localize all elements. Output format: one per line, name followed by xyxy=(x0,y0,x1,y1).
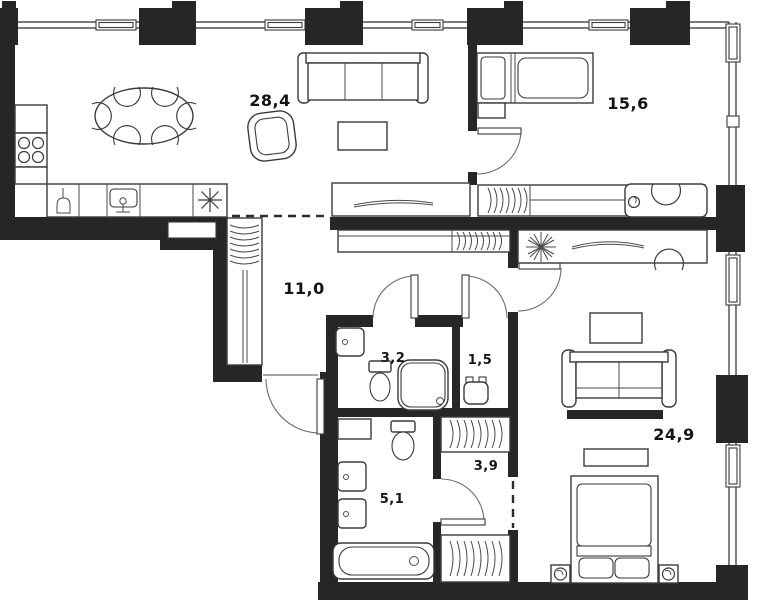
hallway-zone xyxy=(226,217,511,366)
double-bed xyxy=(570,475,659,584)
plant-icon xyxy=(526,232,556,262)
wardrobe-band xyxy=(517,229,708,264)
interior-walls xyxy=(326,45,716,582)
door-bedroom-2 xyxy=(517,262,562,312)
room-label-hall-closet: 3,9 xyxy=(474,459,499,474)
wc-zone xyxy=(463,376,489,405)
washbasin-icon xyxy=(335,327,365,357)
door-bathroom-small xyxy=(372,274,419,319)
desk-chair-icon xyxy=(650,183,682,206)
loveseat-sofa xyxy=(561,349,677,408)
dining-table xyxy=(91,86,197,146)
bathroom-large-zone xyxy=(332,418,435,580)
nightstand xyxy=(477,102,506,119)
dining-chair-icon xyxy=(91,86,197,146)
room-label-wc: 1,5 xyxy=(468,353,493,368)
window-casement-icon xyxy=(725,23,741,488)
sofa xyxy=(297,52,429,104)
room-label-bathroom-small: 3,2 xyxy=(381,351,406,366)
door-wc xyxy=(461,274,508,319)
opening-dashed-lines xyxy=(232,214,515,528)
vanity-chair-icon xyxy=(653,248,685,271)
fridge xyxy=(14,104,48,134)
carafe-icon xyxy=(56,188,71,214)
nightstand-lamp-icon xyxy=(658,564,679,584)
hob-asterisk-icon xyxy=(198,188,222,212)
door-bathroom-large xyxy=(440,478,486,526)
room-label-bedroom-1: 15,6 xyxy=(607,94,648,113)
small-sink-icon xyxy=(463,376,489,405)
toilet-icon xyxy=(368,360,392,402)
bath-cabinet xyxy=(337,418,372,440)
door-bedroom-1 xyxy=(476,127,522,175)
hall-closet-zone xyxy=(440,416,511,583)
closet-lower xyxy=(440,534,511,583)
entrance-door xyxy=(263,374,325,435)
tall-wardrobe xyxy=(226,217,263,366)
washer-icon xyxy=(337,461,367,492)
nightstand-lamp-icon xyxy=(550,564,571,584)
desk xyxy=(624,183,708,218)
bedroom-1-zone xyxy=(476,52,708,218)
bedroom-2-zone xyxy=(517,229,708,584)
closet-upper xyxy=(440,416,511,453)
coffee-table xyxy=(589,312,643,344)
stove xyxy=(14,132,48,168)
hangers-icon xyxy=(449,419,503,449)
shower-icon xyxy=(397,359,449,411)
bathroom-small-zone xyxy=(335,327,449,411)
room-label-kitchen-living: 28,4 xyxy=(249,91,290,110)
hangers-icon xyxy=(456,231,502,251)
kitchen-sink-icon xyxy=(109,188,138,213)
hall-wardrobe-band xyxy=(337,229,511,253)
bench xyxy=(583,448,649,467)
base-cabinet xyxy=(14,166,48,185)
windows xyxy=(17,19,741,566)
armchair xyxy=(247,110,297,162)
tv-cabinet xyxy=(331,182,471,217)
dryer-icon xyxy=(337,498,367,529)
kitchen-zone xyxy=(14,52,471,218)
hangers-icon xyxy=(487,187,528,214)
duct-shaft xyxy=(167,221,217,239)
window-casement-icon xyxy=(95,19,629,31)
doors xyxy=(263,127,562,526)
hangers-icon xyxy=(229,224,260,265)
room-label-hallway: 11,0 xyxy=(283,279,324,298)
hangers-icon xyxy=(449,540,503,577)
tv-console xyxy=(567,410,663,419)
room-label-bedroom-2: 24,9 xyxy=(653,425,694,444)
toilet-icon xyxy=(390,420,416,461)
bathtub-icon xyxy=(332,542,435,580)
coffee-table xyxy=(337,121,388,151)
single-bed xyxy=(476,52,594,104)
room-label-bathroom-large: 5,1 xyxy=(380,492,405,507)
